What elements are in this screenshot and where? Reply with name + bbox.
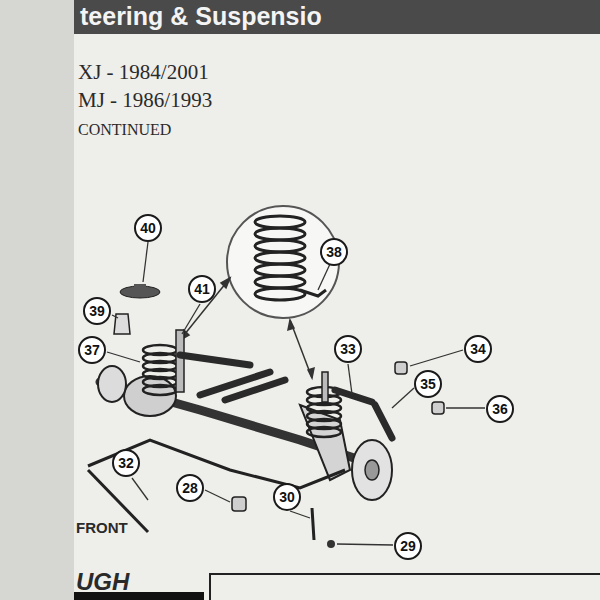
title-text: teering & Suspensio: [80, 2, 322, 30]
left-hub: [98, 366, 126, 402]
direction-label: FRONT: [76, 519, 128, 536]
shock-mount-stud: [134, 284, 146, 291]
bushings: [232, 362, 444, 511]
callout-circle: 32: [112, 449, 140, 477]
sway-bar: [88, 440, 345, 488]
header-title: teering & Suspensio: [80, 2, 322, 31]
hub: [365, 460, 379, 480]
label-text: UGH: [76, 568, 129, 595]
callout-number: 33: [340, 342, 356, 356]
control-arms: [180, 355, 392, 438]
spring-isolator: [300, 290, 326, 296]
model-line: XJ - 1984/2001: [78, 60, 209, 85]
callout-circle: 36: [486, 395, 514, 423]
inset-coil-spring: [255, 216, 305, 300]
continued-note: CONTINUED: [78, 121, 171, 139]
callout-number: 30: [279, 490, 295, 504]
label-text: XJ - 1984/2001: [78, 60, 209, 84]
left-coil-spring: [143, 345, 177, 395]
callout-circle: 34: [464, 335, 492, 363]
inset-circle: [227, 206, 339, 318]
callout-circle: 33: [334, 335, 362, 363]
label-text: MJ - 1986/1993: [78, 88, 212, 112]
footer-box: [210, 574, 600, 600]
callout-circle: 35: [414, 370, 442, 398]
header-band: [74, 0, 600, 34]
callout-circle: 29: [394, 532, 422, 560]
inset-pointers: [180, 278, 314, 378]
nut: [327, 540, 335, 548]
bolt: [312, 508, 314, 540]
knuckle: [300, 405, 350, 480]
callout-number: 36: [492, 402, 508, 416]
callout-number: 38: [326, 245, 342, 259]
callout-circle: 28: [176, 474, 204, 502]
differential: [124, 376, 176, 416]
callout-number: 35: [420, 377, 436, 391]
brake-rotor: [352, 440, 392, 500]
callout-circle: 39: [83, 297, 111, 325]
callout-number: 37: [84, 343, 100, 357]
callout-circle: 41: [188, 275, 216, 303]
callout-circle: 30: [273, 483, 301, 511]
logo-text: UGH: [76, 568, 129, 596]
callout-number: 32: [118, 456, 134, 470]
label-text: CONTINUED: [78, 121, 171, 138]
page-margin: [0, 0, 74, 600]
callout-number: 29: [400, 539, 416, 553]
model-line: MJ - 1986/1993: [78, 88, 212, 113]
label-text: FRONT: [76, 519, 128, 536]
callout-number: 40: [140, 221, 156, 235]
callout-circle: 40: [134, 214, 162, 242]
callout-number: 34: [470, 342, 486, 356]
callout-number: 41: [194, 282, 210, 296]
callout-circle: 37: [78, 336, 106, 364]
callout-number: 28: [182, 481, 198, 495]
callout-number: 39: [89, 304, 105, 318]
callout-circle: 38: [320, 238, 348, 266]
right-shock: [322, 372, 328, 402]
left-shock: [176, 330, 184, 392]
leader-lines: [107, 242, 485, 545]
